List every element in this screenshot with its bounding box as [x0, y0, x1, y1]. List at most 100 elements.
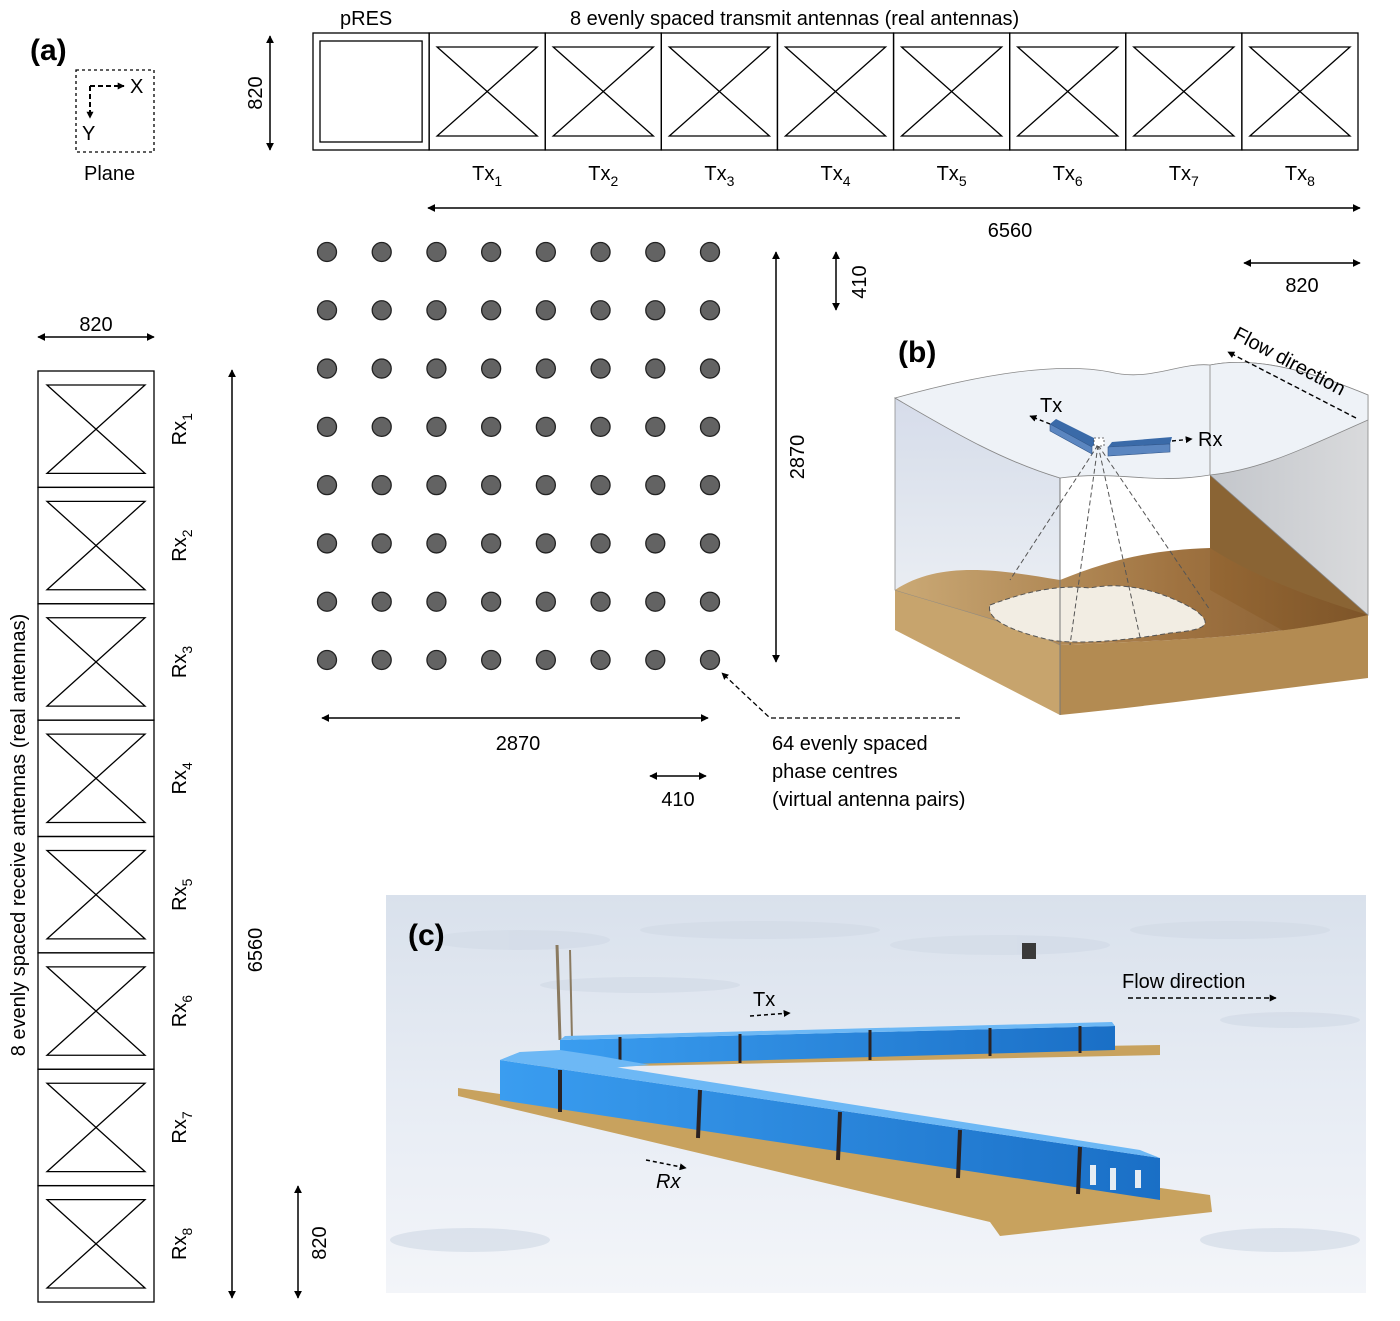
rx-label-sub: 7 [179, 1111, 195, 1119]
rx-antenna-cell [37, 835, 155, 954]
grid-height-dim: 2870 [787, 435, 809, 480]
tx-label-sub: 6 [1075, 173, 1083, 189]
panel-c-label: (c) [408, 919, 445, 952]
phase-annotation-line-3: (virtual antenna pairs) [772, 789, 965, 811]
tx-label: Tx4 [820, 163, 850, 189]
tx-label-sub: 3 [727, 173, 735, 189]
tx-label-base: Tx [1053, 163, 1075, 185]
phase-annotation-line-2: phase centres [772, 761, 898, 783]
phase-centre-dot [480, 591, 502, 612]
phase-centre-dot [426, 649, 447, 671]
rx-antenna-cell [37, 603, 155, 721]
phase-centre-dot [371, 474, 392, 496]
tx-height-dim: 820 [245, 76, 267, 109]
tx-label: Tx5 [937, 163, 967, 189]
phase-centre-dot [590, 300, 611, 321]
tx-label: Tx6 [1053, 163, 1083, 189]
tx-label-sub: 7 [1191, 173, 1199, 189]
phase-centre-dot [480, 533, 502, 554]
phase-centre-dot [645, 474, 666, 496]
phase-centre-dot [535, 358, 557, 379]
rx-label-base: Rx [169, 886, 191, 910]
phase-centre-dot [590, 358, 611, 379]
tx-antenna-cell [660, 32, 779, 151]
rx-width-dim: 820 [79, 314, 112, 336]
phase-centre-dot [480, 300, 502, 321]
grid-width-dim: 2870 [496, 733, 541, 755]
phase-centre-dot [480, 241, 502, 263]
tx-label: Tx7 [1169, 163, 1199, 189]
rx-label-base: Rx [169, 654, 191, 678]
snow-texture [390, 921, 1360, 1252]
phase-centre-dot [535, 533, 557, 554]
tx-label: Tx1 [472, 163, 502, 189]
rx-label-sub: 2 [179, 529, 195, 537]
receive-array [37, 370, 155, 1303]
phase-centre-dot [316, 533, 338, 554]
distant-equipment [1022, 943, 1036, 959]
phase-centre-dot [371, 591, 392, 612]
mast [555, 944, 562, 1041]
rx-label: Rx2 [169, 529, 195, 561]
phase-centre-dot [645, 358, 666, 379]
phase-centre-dot [316, 241, 338, 263]
rx-label-base: Rx [169, 1003, 191, 1027]
tx-label-base: Tx [588, 163, 610, 185]
tx-label-base: Tx [1285, 163, 1307, 185]
tx-sled [540, 1022, 1160, 1068]
antenna-pair [1049, 419, 1172, 457]
plane-label: Plane [84, 163, 135, 185]
phase-centre-dot [316, 300, 338, 321]
rx-antenna-cell [37, 952, 155, 1070]
tx-label: Tx8 [1285, 163, 1315, 189]
phase-centre-dot [371, 241, 392, 263]
tx-label-base: Tx [472, 163, 494, 185]
mast-2 [569, 949, 573, 1041]
transmit-title: 8 evenly spaced transmit antennas (real … [570, 8, 1019, 30]
phase-centre-dot [371, 416, 392, 438]
pres-cell [312, 32, 430, 151]
phase-centre-dot [699, 591, 721, 612]
rx-direction-arrow [1171, 436, 1193, 444]
rx-label: Rx8 [169, 1227, 195, 1259]
rx-antenna-cell [37, 1068, 155, 1187]
phase-centre-dot [645, 416, 666, 438]
tx-label-sub: 1 [494, 173, 502, 189]
phase-centre-dot [590, 591, 611, 612]
phase-centre-dot [426, 416, 447, 438]
block-diagram: Tx Rx Flow direction [893, 323, 1369, 715]
tx-label-base: Tx [937, 163, 959, 185]
rx-label-sub: 3 [179, 646, 195, 654]
phase-centre-dot [480, 358, 502, 379]
phase-centre-dot [316, 649, 338, 671]
tx-label-sub: 2 [610, 173, 618, 189]
tx-direction-arrow [1029, 415, 1051, 425]
phase-centre-dot [426, 241, 447, 263]
rx-label: Rx3 [169, 646, 195, 678]
phase-centre-dot [699, 533, 721, 554]
phase-centre-dot [590, 533, 611, 554]
rx-antenna-cell [37, 1184, 155, 1303]
rx-label: Rx7 [169, 1111, 195, 1143]
diagram-rx-label: Rx [1198, 429, 1222, 451]
rx-label-base: Rx [169, 1119, 191, 1143]
panel-b-label: (b) [898, 336, 936, 369]
phase-centre-dot [590, 649, 611, 671]
tx-label-base: Tx [1169, 163, 1191, 185]
tx-element-dim: 820 [1285, 275, 1318, 297]
receive-title: 8 evenly spaced receive antennas (real a… [8, 614, 30, 1057]
phase-centre-dot [480, 416, 502, 438]
phase-centre-pointer [721, 672, 960, 719]
tx-antenna-cell [544, 32, 662, 151]
pres-label: pRES [340, 8, 392, 30]
rx-label-sub: 5 [179, 878, 195, 886]
phase-centre-dot [590, 241, 611, 263]
bed-front-right [1060, 615, 1368, 715]
rx-antenna-cell [37, 370, 155, 489]
tx-antenna-cell [892, 32, 1011, 151]
phase-centre-dot [699, 241, 721, 263]
rx-label: Rx6 [169, 995, 195, 1027]
rx-label-sub: 4 [179, 762, 195, 770]
